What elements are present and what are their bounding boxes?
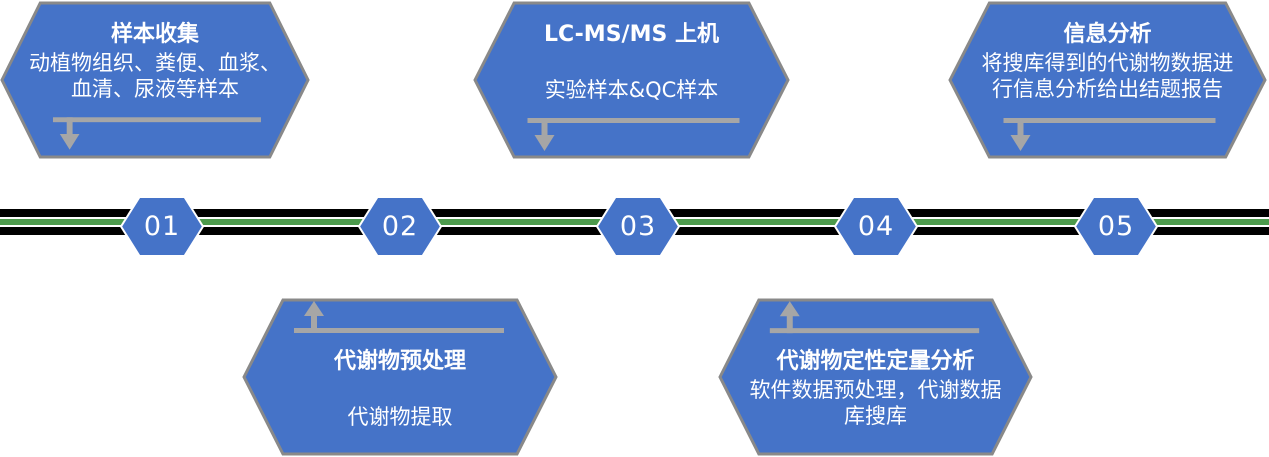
timeline-step-03: 03 [596, 196, 680, 257]
stage-text: 代谢物预处理 代谢物提取 [242, 298, 558, 430]
step-number: 04 [857, 211, 895, 242]
step-number: 05 [1097, 211, 1135, 242]
stage-title: 代谢物预处理 [333, 349, 466, 374]
step-number: 02 [381, 211, 419, 242]
stage-body: 将搜库得到的代谢物数据进 行信息分析给出结题报告 [981, 51, 1234, 101]
step-number: 01 [143, 211, 181, 242]
hexagon-shape [718, 298, 1033, 456]
stage-title: 信息分析 [1063, 22, 1152, 47]
stage-metabolite-pretreatment: 代谢物预处理 代谢物提取 [242, 298, 558, 456]
hexagon-icon [120, 196, 204, 257]
timeline-step-05: 05 [1074, 196, 1158, 257]
step-number: 03 [619, 211, 657, 242]
stage-body: 实验样本&QC样本 [544, 78, 719, 102]
stage-body: 代谢物提取 [347, 405, 453, 429]
hexagon-icon [596, 196, 680, 257]
stage-qual-quant-analysis: 代谢物定性定量分析 软件数据预处理，代谢数据 库搜库 [718, 298, 1033, 456]
timeline-step-04: 04 [834, 196, 918, 257]
stage-sample-collection: 样本收集 动植物组织、粪便、血浆、 血清、尿液等样本 [0, 1, 310, 159]
stage-title: 样本收集 [110, 22, 199, 47]
stage-title: LC-MS/MS 上机 [544, 22, 719, 47]
stage-information-analysis: 信息分析 将搜库得到的代谢物数据进 行信息分析给出结题报告 [948, 1, 1267, 159]
stage-text: 样本收集 动植物组织、粪便、血浆、 血清、尿液等样本 [0, 1, 310, 102]
hexagon-shape [242, 298, 558, 456]
hexagon-icon [1074, 196, 1158, 257]
timeline-step-01: 01 [120, 196, 204, 257]
stage-text: 代谢物定性定量分析 软件数据预处理，代谢数据 库搜库 [718, 298, 1033, 429]
stage-text: LC-MS/MS 上机 实验样本&QC样本 [473, 1, 790, 103]
stage-title: 代谢物定性定量分析 [776, 349, 975, 374]
hexagon-icon [834, 196, 918, 257]
stage-text: 信息分析 将搜库得到的代谢物数据进 行信息分析给出结题报告 [948, 1, 1267, 102]
stage-body: 动植物组织、粪便、血浆、 血清、尿液等样本 [29, 51, 281, 101]
hexagon-icon [358, 196, 442, 257]
timeline-step-02: 02 [358, 196, 442, 257]
stage-lcmsms-run: LC-MS/MS 上机 实验样本&QC样本 [473, 1, 790, 159]
stage-body: 软件数据预处理，代谢数据 库搜库 [749, 378, 1002, 428]
